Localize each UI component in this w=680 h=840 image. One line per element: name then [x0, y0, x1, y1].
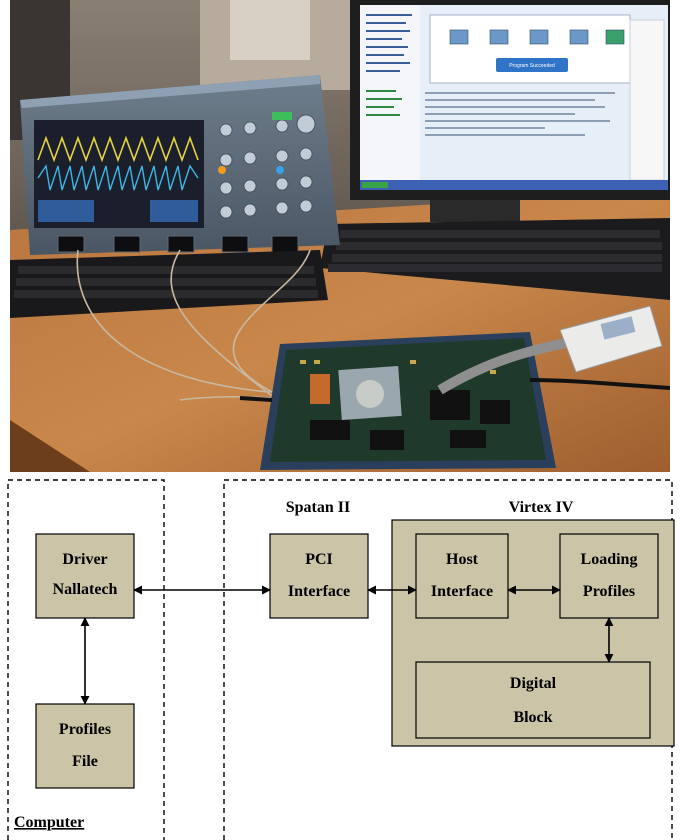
svg-text:Driver: Driver [62, 551, 107, 568]
svg-text:Nallatech: Nallatech [53, 581, 118, 598]
computer-region-outline [7, 479, 165, 840]
fpga-board [239, 332, 670, 470]
svg-text:File: File [72, 753, 98, 770]
loading-profiles-block: Loading Profiles [559, 533, 659, 619]
svg-text:Interface: Interface [288, 583, 350, 600]
svg-text:Program Succeeded: Program Succeeded [509, 63, 555, 69]
pci-interface-block: PCI Interface [269, 533, 369, 619]
virtex-label: Virtex IV [509, 499, 574, 516]
profiles-file-block: Profiles File [35, 703, 135, 789]
fpga-region-outline [223, 479, 673, 840]
driver-nallatech-block: Driver Nallatech [35, 533, 135, 619]
block-diagram: Spatan II Virtex IV Computer Driver Nall… [7, 479, 675, 840]
computer-label: Computer [14, 814, 84, 831]
svg-text:PCI: PCI [305, 551, 333, 568]
svg-text:Loading: Loading [581, 551, 638, 568]
digital-block: Digital Block [415, 661, 651, 739]
lab-setup-photo: Program Succeeded [10, 0, 670, 472]
jtag-programmer [559, 305, 663, 373]
svg-text:Block: Block [513, 709, 552, 726]
program-succeeded-banner [496, 58, 568, 72]
svg-text:Digital: Digital [510, 675, 557, 692]
oscilloscope [20, 75, 340, 255]
keyboard-right [320, 218, 670, 300]
svg-text:Host: Host [446, 551, 479, 568]
svg-text:Interface: Interface [431, 583, 493, 600]
computer-monitor: Program Succeeded [350, 0, 670, 222]
spartan-label: Spatan II [286, 499, 350, 516]
svg-text:Profiles: Profiles [59, 721, 111, 738]
host-interface-block: Host Interface [415, 533, 509, 619]
keyboard-left [10, 250, 328, 318]
svg-text:Profiles: Profiles [583, 583, 635, 600]
